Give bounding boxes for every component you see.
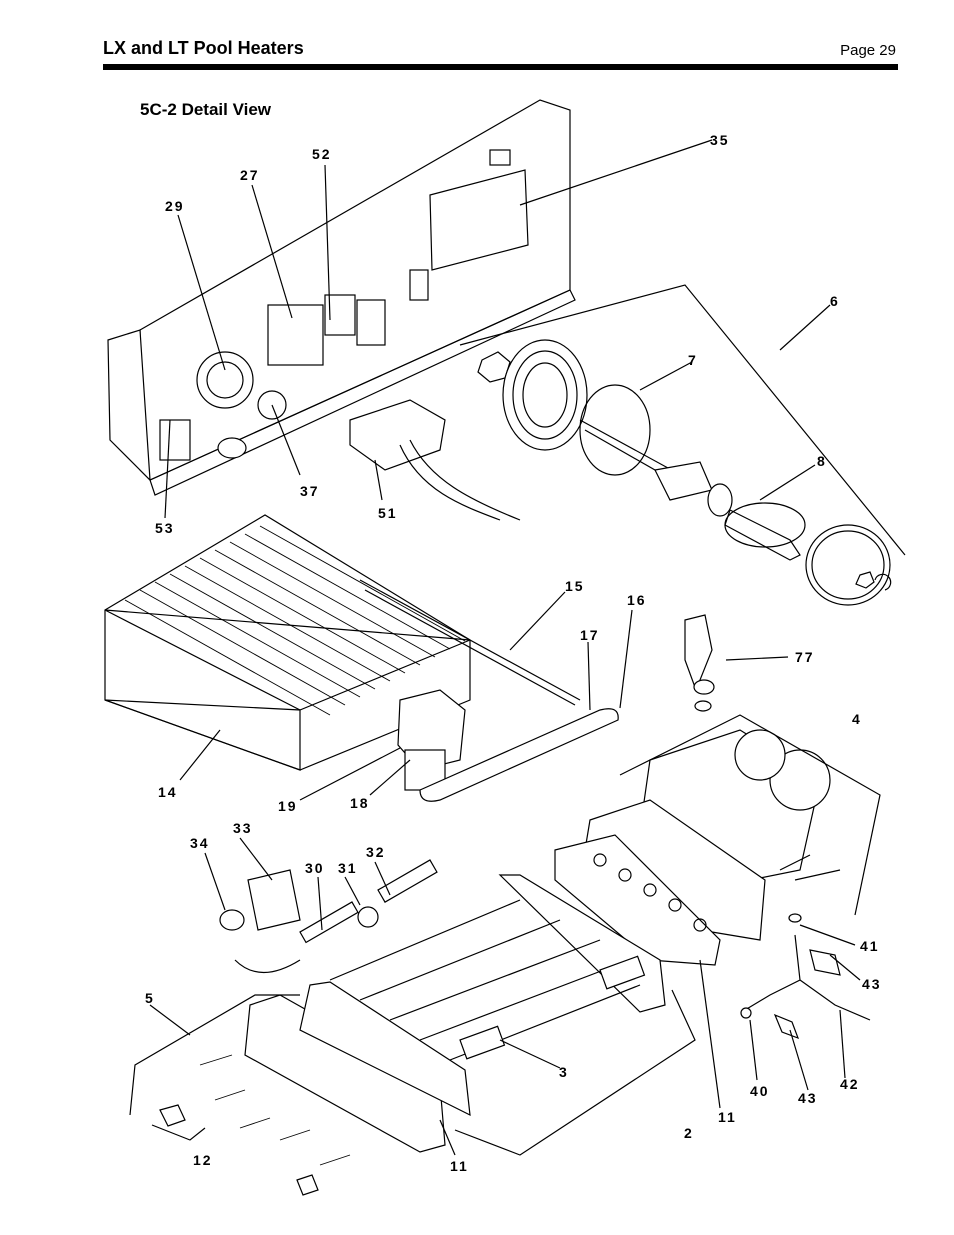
callout-18: 18 [350,795,370,811]
sensor-drawing [684,614,715,712]
blower-assembly-drawing [459,284,906,606]
callout-30: 30 [305,860,325,876]
small-parts-drawing [219,859,438,973]
callout-33: 33 [233,820,253,836]
document-title: LX and LT Pool Heaters [103,38,304,58]
callout-5: 5 [145,990,155,1006]
callout-34: 34 [190,835,210,851]
callout-7: 7 [688,352,698,368]
callout-43-bottom: 43 [798,1090,818,1106]
header-rule [103,64,898,70]
callout-27: 27 [240,167,260,183]
callout-8: 8 [817,453,827,469]
front-header-drawing [129,981,471,1196]
callout-3: 3 [559,1064,569,1080]
page-number: Page 29 [840,42,896,59]
wire-connector-drawing [349,399,521,521]
callout-14: 14 [158,784,178,800]
callout-17: 17 [580,627,600,643]
callout-37: 37 [300,483,320,499]
control-panel-drawing [107,99,576,496]
callout-42: 42 [840,1076,860,1092]
gas-valve-manifold-drawing [397,689,619,802]
heat-exchanger-drawing [329,874,696,1156]
callout-11-right: 11 [718,1109,737,1125]
callout-2: 2 [684,1125,694,1141]
wire-harness-drawing [740,913,871,1040]
callout-32: 32 [366,844,386,860]
callout-4: 4 [852,711,862,727]
callout-15: 15 [565,578,585,594]
callout-77: 77 [795,649,815,665]
callout-40: 40 [750,1083,770,1099]
callout-52: 52 [312,146,332,162]
callout-35: 35 [710,132,730,148]
callout-6: 6 [830,293,840,309]
callout-29: 29 [165,198,185,214]
callout-19: 19 [278,798,298,814]
callout-41: 41 [860,938,880,954]
callout-11-bottom: 11 [450,1158,469,1174]
section-title: 5C-2 Detail View [140,100,272,119]
callout-16: 16 [627,592,647,608]
header-assembly-drawing [554,714,881,966]
burner-tray-drawing [104,514,581,771]
callout-labels: 35 52 27 29 6 7 8 37 51 53 15 16 17 77 4… [145,132,882,1174]
callout-43-top: 43 [862,976,882,992]
callout-31: 31 [338,860,358,876]
callout-53: 53 [155,520,175,536]
leader-lines [149,139,861,1156]
callout-12: 12 [193,1152,213,1168]
callout-51: 51 [378,505,398,521]
